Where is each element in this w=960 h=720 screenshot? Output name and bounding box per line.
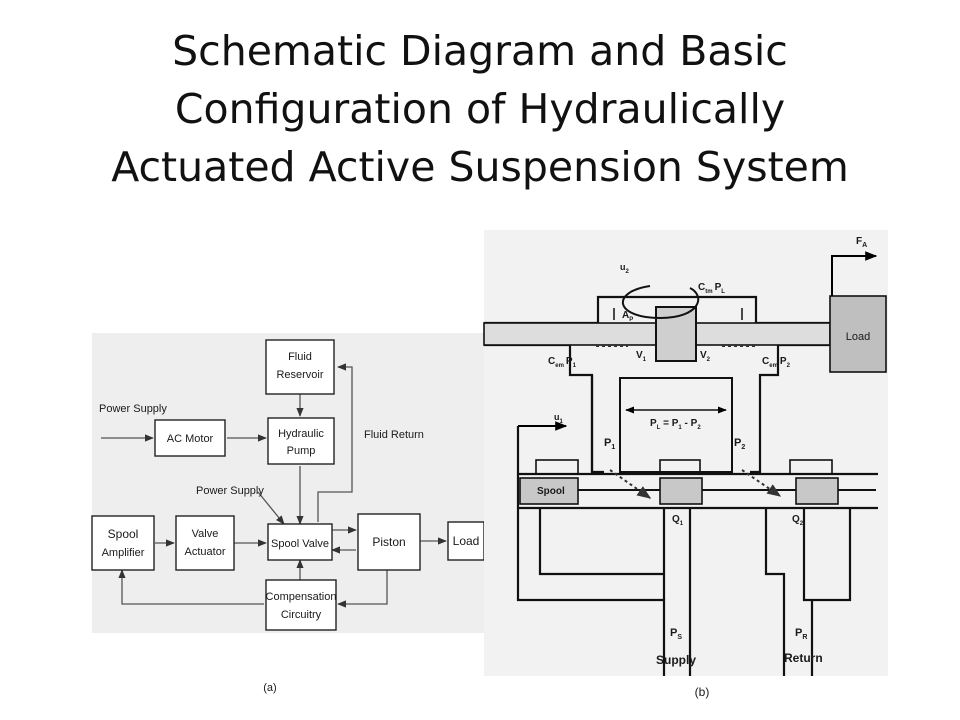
inner-chamber	[619, 377, 733, 473]
block-load-a-label: Load	[453, 534, 480, 548]
block-spool-amplifier: Spool Amplifier	[91, 515, 155, 571]
spool-land-left	[519, 477, 579, 505]
label-spool: Spool	[537, 486, 565, 497]
title-line-1: Schematic Diagram and Basic	[172, 27, 788, 75]
label-return: Return	[784, 651, 823, 665]
block-spool-valve-label: Spool Valve	[271, 538, 329, 550]
label-p1: P1	[604, 437, 615, 451]
block-valve-actuator: Valve Actuator	[175, 515, 235, 571]
diagram-a-connectors	[101, 363, 447, 608]
label-fa: FA	[856, 236, 867, 249]
label-power-supply-1: Power Supply	[99, 403, 167, 415]
label-p2: P2	[734, 437, 745, 451]
block-piston-label: Piston	[372, 535, 405, 549]
label-q2: Q2	[792, 514, 804, 527]
block-hydraulic-pump-line-2: Pump	[287, 445, 316, 457]
block-ac-motor-label: AC Motor	[167, 433, 214, 445]
block-spool-valve: Spool Valve	[267, 523, 333, 561]
spool-valve-housing	[518, 459, 878, 510]
label-u2: u2	[620, 262, 630, 275]
diagram-b: Load	[483, 230, 888, 699]
label-ps: PS	[670, 627, 682, 641]
spool-land-right	[795, 477, 839, 505]
block-load-b: Load	[829, 295, 887, 373]
block-spool-amplifier-line-2: Amplifier	[102, 547, 145, 559]
title-line-2: Configuration of Hydraulically	[174, 85, 786, 133]
block-compensation-circuitry-line-2: Circuitry	[281, 609, 322, 621]
flow-arrows	[596, 345, 782, 499]
label-v2: V2	[700, 350, 711, 363]
label-v1: V1	[636, 350, 647, 363]
block-spool-amplifier-line-1: Spool	[108, 527, 139, 541]
block-fluid-reservoir: Fluid Reservoir	[265, 339, 335, 395]
piston-head	[655, 306, 697, 362]
block-compensation-circuitry-line-1: Compensation	[266, 591, 337, 603]
label-power-supply-2: Power Supply	[196, 485, 264, 497]
block-compensation-circuitry: Compensation Circuitry	[265, 579, 337, 631]
block-load-a: Load	[447, 521, 485, 561]
force-arrow	[831, 251, 878, 296]
caption-a: (a)	[263, 682, 276, 694]
label-u1: u1	[554, 412, 564, 425]
block-hydraulic-pump: Hydraulic Pump	[267, 417, 335, 465]
block-load-b-label: Load	[846, 331, 870, 343]
label-pl-equation: PL = P1 - P2	[650, 418, 701, 431]
block-valve-actuator-line-1: Valve	[192, 528, 219, 540]
cylinder-body	[483, 285, 831, 474]
block-ac-motor: AC Motor	[154, 419, 226, 457]
diagram-a: Fluid Reservoir AC Motor Hydraulic Pump …	[91, 333, 485, 694]
block-fluid-reservoir-line-1: Fluid	[288, 351, 312, 363]
port-lines	[516, 421, 852, 676]
block-piston: Piston	[357, 513, 421, 571]
servo-loop	[621, 285, 700, 320]
block-hydraulic-pump-line-1: Hydraulic	[278, 428, 324, 440]
label-fluid-return: Fluid Return	[364, 429, 424, 441]
label-q1: Q1	[672, 514, 684, 527]
caption-b: (b)	[695, 685, 710, 699]
block-valve-actuator-line-2: Actuator	[185, 546, 226, 558]
label-pr: PR	[795, 627, 807, 641]
block-fluid-reservoir-line-2: Reservoir	[276, 369, 323, 381]
label-supply: Supply	[656, 653, 696, 667]
label-ap: AP	[622, 310, 633, 323]
spool-land-middle	[659, 477, 703, 505]
title-line-3: Actuated Active Suspension System	[111, 143, 849, 191]
slide-title: Schematic Diagram and Basic Configuratio…	[0, 22, 960, 196]
